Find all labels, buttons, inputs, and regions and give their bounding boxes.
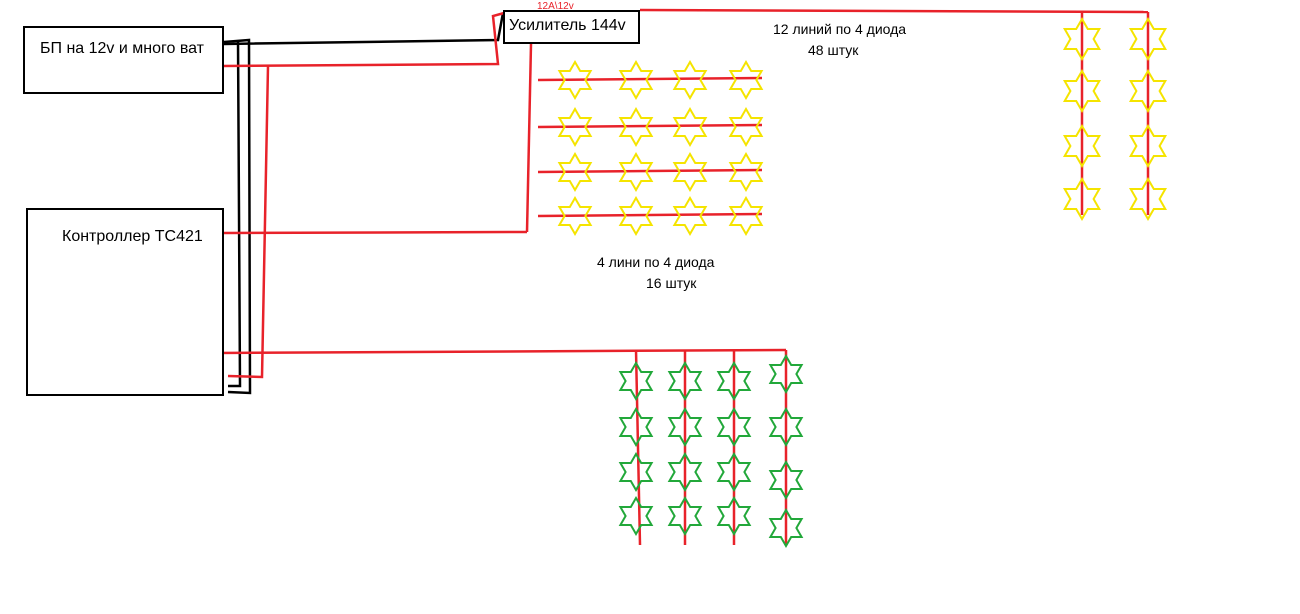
led-icon	[557, 107, 593, 147]
led-icon	[618, 152, 654, 192]
right-led-group	[1062, 12, 1168, 221]
led-icon	[618, 60, 654, 100]
red-wire-psu-to-amp	[221, 11, 505, 68]
led-icon	[768, 508, 804, 548]
controller-box: Контроллер TC421	[26, 208, 224, 396]
led-icon	[728, 196, 764, 236]
led-icon	[557, 60, 593, 100]
led-icon	[667, 452, 703, 492]
led-icon	[672, 107, 708, 147]
led-icon	[618, 361, 654, 401]
led-line	[537, 212, 763, 218]
led-icon	[728, 60, 764, 100]
black-wires	[223, 12, 505, 395]
led-icon	[716, 361, 752, 401]
led-icon	[1128, 69, 1168, 113]
led-icon	[618, 107, 654, 147]
black-wire-psu-to-amp	[223, 12, 505, 46]
amplifier-rating-label: 12A\12v	[537, 1, 574, 12]
led-icon	[716, 407, 752, 447]
middle-group-total-note: 16 штук	[646, 275, 697, 291]
led-icon	[1128, 177, 1168, 221]
amplifier-label: Усилитель 144v	[509, 17, 626, 34]
led-icon	[618, 196, 654, 236]
led-icon	[728, 107, 764, 147]
led-icon	[672, 60, 708, 100]
led-icon	[557, 152, 593, 192]
power-supply-box: БП на 12v и много ват	[23, 26, 224, 94]
black-wire-psu-to-controller-a	[223, 38, 252, 395]
right-group-count-note: 12 линий по 4 диода	[773, 21, 907, 37]
led-line	[634, 349, 642, 546]
led-icon	[768, 354, 804, 394]
led-icon	[768, 460, 804, 500]
led-icon	[1062, 124, 1102, 168]
led-icon	[667, 407, 703, 447]
led-icon	[667, 496, 703, 536]
led-icon	[618, 407, 654, 447]
red-wire-controller-out	[221, 230, 528, 235]
red-wire-psu-down	[227, 65, 270, 379]
led-icon	[1062, 69, 1102, 113]
led-icon	[672, 196, 708, 236]
black-wire-psu-to-controller-b	[228, 39, 242, 388]
led-icon	[768, 407, 804, 447]
led-icon	[728, 152, 764, 192]
led-line	[537, 168, 763, 174]
led-icon	[1062, 177, 1102, 221]
led-icon	[1128, 124, 1168, 168]
right-group-total-note: 48 штук	[808, 42, 859, 58]
power-supply-label: БП на 12v и много ват	[40, 40, 205, 57]
led-line	[537, 76, 763, 82]
led-icon	[667, 361, 703, 401]
middle-led-group	[537, 60, 764, 236]
led-icon	[716, 496, 752, 536]
red-wire-amp-to-middle	[525, 43, 533, 233]
amplifier-box: Усилитель 144v	[503, 10, 640, 44]
middle-group-count-note: 4 лини по 4 диода	[597, 254, 715, 270]
led-icon	[618, 452, 654, 492]
led-icon	[1128, 17, 1168, 61]
red-wires	[214, 8, 1149, 379]
controller-label: Контроллер TC421	[62, 228, 203, 245]
red-wire-amp-to-right	[639, 8, 1149, 14]
led-icon	[1062, 17, 1102, 61]
red-wire-bottom-bus	[214, 348, 787, 355]
led-icon	[716, 452, 752, 492]
led-line	[537, 123, 763, 129]
led-icon	[672, 152, 708, 192]
led-icon	[557, 196, 593, 236]
bottom-led-group	[618, 349, 804, 548]
led-icon	[618, 496, 654, 536]
